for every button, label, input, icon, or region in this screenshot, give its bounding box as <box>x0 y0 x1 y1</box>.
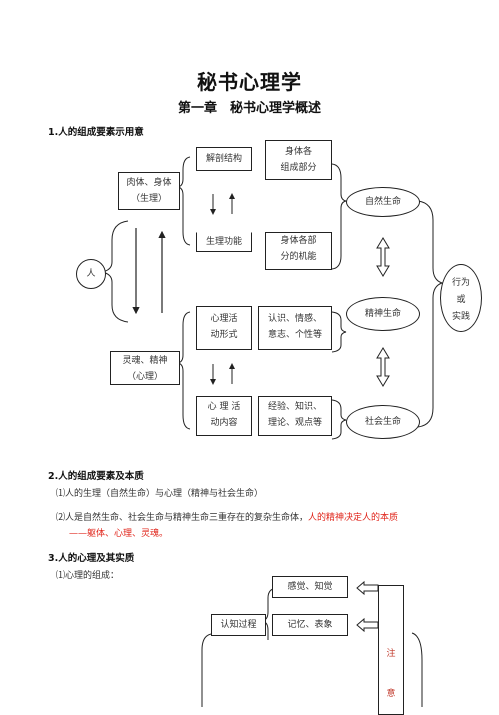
sense-box: 感觉、知觉 <box>272 576 348 598</box>
chapter-title: 第一章 秘书心理学概述 <box>177 101 321 116</box>
anatomy-box: 解剖结构 <box>196 147 252 171</box>
psy-content-line1: 心 理 活 <box>207 402 241 412</box>
section-1-heading: 1.人的组成要素示用意 <box>48 127 144 138</box>
cognition-line2: 意志、个性等 <box>267 330 322 340</box>
point-2-text: ⑵人是自然生命、社会生命与精神生命三重存在的复杂生命体， <box>56 513 309 523</box>
body-parts-box: 身体各 组成部分 <box>265 140 332 180</box>
social-life-ellipse: 社会生命 <box>346 405 420 439</box>
body-mech-line2: 分的机能 <box>280 252 317 262</box>
psy-form-box: 心理活 动形式 <box>196 306 252 350</box>
spirit-life-ellipse: 精神生命 <box>346 297 420 331</box>
body-mech-line1: 身体各部 <box>280 236 317 246</box>
behavior-line3: 实践 <box>451 312 470 322</box>
experience-line2: 理论、观点等 <box>267 418 322 428</box>
body-label: 肉体、身体 <box>126 178 172 188</box>
section-2-point-1: ⑴人的生理（自然生命）与心理（精神与社会生命） <box>56 489 264 499</box>
cognition-line1: 认识、情感、 <box>267 314 322 324</box>
experience-box: 经验、知识、 理论、观点等 <box>258 396 332 436</box>
section-2-point-2-cont: ——躯体、心理、灵魂。 <box>69 529 169 539</box>
psy-form-line2: 动形式 <box>210 330 238 340</box>
behavior-ellipse: 行为 或 实践 <box>440 264 482 332</box>
experience-line1: 经验、知识、 <box>267 402 322 412</box>
attention-char-2: 意 <box>386 689 396 699</box>
soul-sublabel: （心理） <box>126 372 163 381</box>
body-parts-line2: 组成部分 <box>280 163 317 173</box>
psy-content-box: 心 理 活 动内容 <box>196 396 252 436</box>
psy-form-line1: 心理活 <box>210 314 238 324</box>
cognition-box: 认识、情感、 意志、个性等 <box>258 306 332 350</box>
section-2-heading: 2.人的组成要素及本质 <box>48 471 144 482</box>
attention-box: 注 意 <box>378 585 404 715</box>
attention-char-1: 注 <box>386 649 396 659</box>
soul-label: 灵魂、精神 <box>122 356 168 366</box>
soul-box: 灵魂、精神 （心理） <box>110 351 180 385</box>
memory-box: 记忆、表象 <box>272 614 348 636</box>
natural-life-ellipse: 自然生命 <box>346 187 420 217</box>
person-node: 人 <box>76 259 106 289</box>
section-3-point-1: ⑴心理的组成： <box>56 571 120 581</box>
body-sublabel: （生理） <box>130 194 167 204</box>
section-2-point-2: ⑵人是自然生命、社会生命与精神生命三重存在的复杂生命体，人的精神决定人的本质 <box>56 511 398 525</box>
cog-process-box: 认知过程 <box>211 614 266 636</box>
behavior-line1: 行为 <box>451 278 470 288</box>
behavior-line2: 或 <box>456 295 466 305</box>
body-mech-box: 身体各部 分的机能 <box>265 232 332 270</box>
body-parts-line1: 身体各 <box>284 147 312 157</box>
document-title: 秘书心理学 <box>197 70 302 94</box>
section-3-heading: 3.人的心理及其实质 <box>48 553 135 564</box>
body-box: 肉体、身体 （生理） <box>118 172 180 210</box>
physio-func-box: 生理功能 <box>196 232 252 252</box>
psy-content-line2: 动内容 <box>210 418 238 428</box>
point-2-highlight: 人的精神决定人的本质 <box>308 513 399 523</box>
